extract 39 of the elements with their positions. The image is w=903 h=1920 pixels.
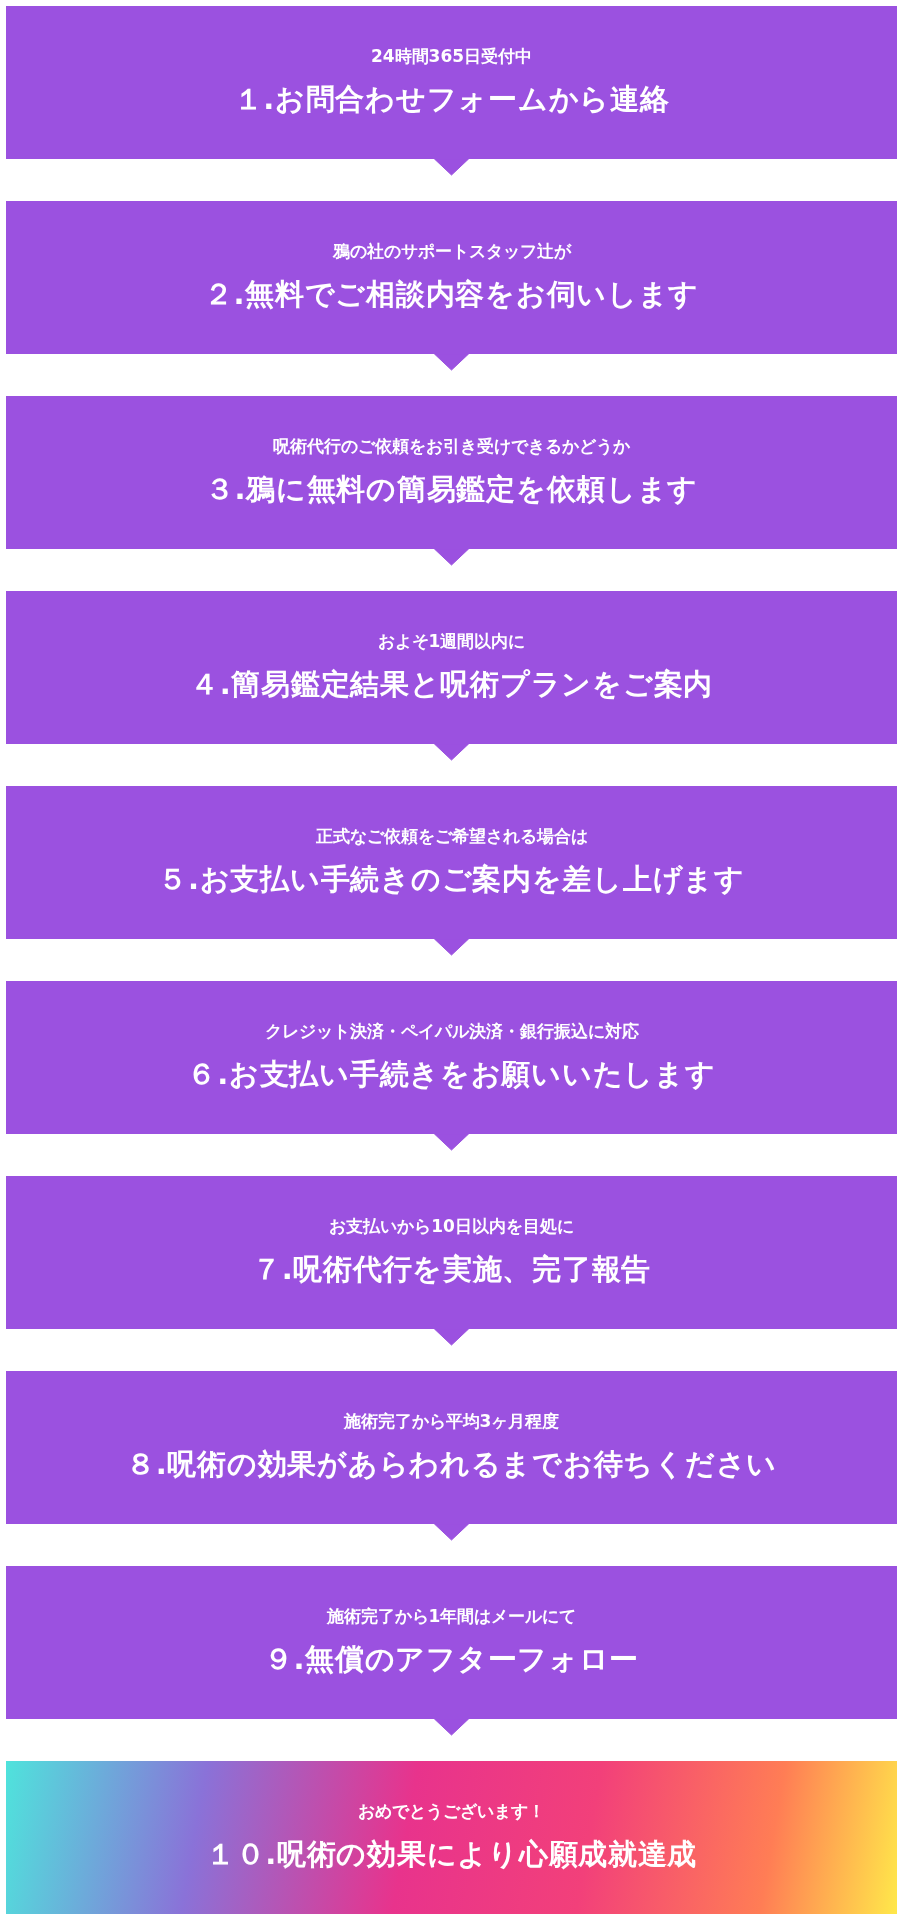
step-title: ７.呪術代行を実施、完了報告 (251, 1250, 652, 1288)
arrow (434, 1523, 469, 1541)
step-box (6, 981, 897, 1134)
step-subtitle: クレジット決済・ペイパル決済・銀行振込に対応 (264, 1020, 639, 1043)
arrow (434, 938, 469, 956)
arrow (434, 158, 469, 176)
step-title: １０.呪術の効果により心願成就達成 (205, 1835, 698, 1873)
step-box (6, 1566, 897, 1719)
step-box (6, 1761, 897, 1914)
step-title: ２.無料でご相談内容をお伺いします (203, 275, 700, 313)
step-subtitle: 鴉の社のサポートスタッフ辻が (332, 240, 571, 263)
step-box (6, 786, 897, 939)
step-subtitle: およそ1週間以内に (377, 630, 526, 653)
step-subtitle: お支払いから10日以内を目処に (329, 1215, 574, 1238)
step-title: １.お問合わせフォームから連絡 (233, 80, 670, 118)
step-box (6, 6, 897, 159)
arrow (434, 743, 469, 761)
step-subtitle: 呪術代行のご依頼をお引き受けできるかどうか (273, 435, 630, 458)
step-box (6, 591, 897, 744)
step-subtitle: 24時間365日受付中 (370, 45, 533, 68)
step-title: ４.簡易鑑定結果と呪術プランをご案内 (189, 665, 714, 703)
step-box (6, 201, 897, 354)
step-box (6, 1176, 897, 1329)
step-title: ８.呪術の効果があらわれるまでお待ちください (126, 1445, 777, 1483)
step-box (6, 396, 897, 549)
step-subtitle: 施術完了から1年間はメールにて (326, 1605, 577, 1628)
arrow (434, 1133, 469, 1151)
arrow (434, 353, 469, 371)
step-title: ９.無償のアフターフォロー (263, 1640, 640, 1678)
step-subtitle: 正式なご依頼をご希望される場合は (315, 825, 588, 848)
arrow (434, 1718, 469, 1736)
step-title: ３.鴉に無料の簡易鑑定を依頼します (204, 470, 699, 508)
step-title: ５.お支払い手続きのご案内を差し上げます (158, 860, 745, 898)
step-box (6, 1371, 897, 1524)
arrow (434, 1328, 469, 1346)
step-title: ６.お支払い手続きをお願いいたします (187, 1055, 716, 1093)
step-subtitle: おめでとうございます！ (358, 1800, 545, 1823)
arrow (434, 548, 469, 566)
step-subtitle: 施術完了から平均3ヶ月程度 (343, 1410, 560, 1433)
